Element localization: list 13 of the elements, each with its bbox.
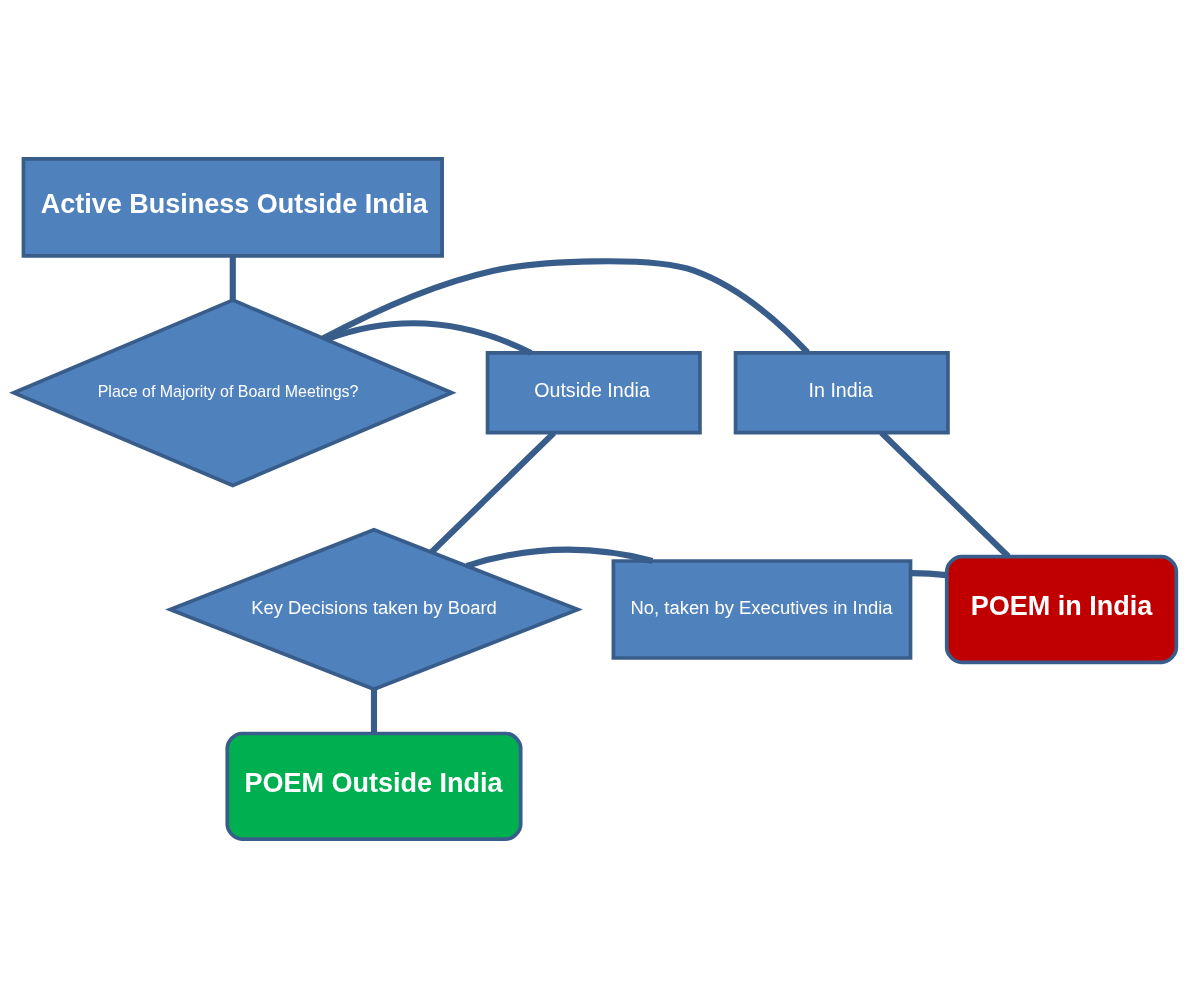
- node-box: POEM Outside India: [225, 731, 523, 841]
- connector: [465, 546, 654, 569]
- node-box: In India: [733, 351, 950, 435]
- connector: [229, 256, 236, 300]
- node-diamond: Key Decisions taken by Board: [165, 527, 583, 692]
- node-box: Outside India: [485, 351, 702, 435]
- connector: [370, 689, 378, 734]
- connector: [910, 570, 947, 579]
- node-box: POEM in India: [944, 554, 1179, 665]
- node-box: Active Business Outside India: [21, 157, 444, 258]
- connector: [321, 258, 810, 355]
- node-box: No, taken by Executives in India: [611, 559, 913, 660]
- node-diamond: Place of Majority of Board Meetings?: [9, 298, 457, 488]
